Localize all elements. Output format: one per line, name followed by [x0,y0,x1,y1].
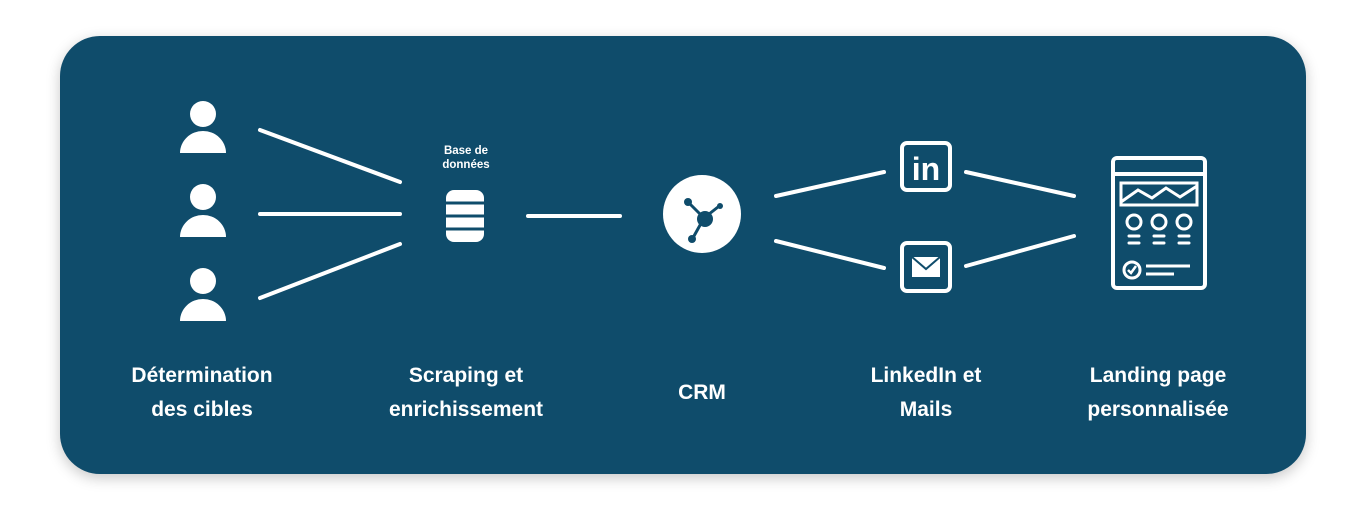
database-caption-line2: données [442,159,490,171]
stage-label-targets: Détermination des cibles [82,359,322,427]
mail-icon [900,241,952,293]
linkedin-logo-text: in [912,151,940,187]
stage-label-line1: LinkedIn et [870,364,982,387]
stage-label-landing: Landing page personnalisée [1038,359,1278,427]
stage-label-scraping: Scraping et enrichissement [346,359,586,427]
stage-label-line2: Mails [899,398,953,421]
database-caption-line1: Base de [443,145,489,157]
linkedin-icon: in [900,141,952,192]
landing-page-icon [1111,156,1207,290]
connector-crm-mail [774,239,886,270]
stage-label-line2: personnalisée [1087,398,1229,421]
connector-user1-db [258,128,402,184]
user-icon [180,268,226,321]
database-icon [446,190,484,242]
hubspot-icon [663,175,741,253]
connectors [258,128,1076,300]
stage-label-outreach: LinkedIn et Mails [806,359,1046,427]
stage-label-crm: CRM [582,376,822,410]
database-caption: Base de données [416,144,516,172]
connector-linkedin-landing [964,170,1076,198]
stage-label-line2: enrichissement [388,398,544,421]
connector-crm-linkedin [774,170,886,198]
diagram-card [60,36,1306,474]
stage-label-line1: Scraping et [408,364,524,387]
stage-label-line2: CRM [678,381,726,404]
stage-label-line1: Détermination [131,364,273,387]
user-icon [180,101,226,153]
stage-label-line1: Landing page [1089,364,1227,387]
stage-label-line2: des cibles [151,398,253,421]
user-icon [180,184,226,237]
connector-user3-db [258,242,402,300]
connector-mail-landing [964,234,1076,268]
